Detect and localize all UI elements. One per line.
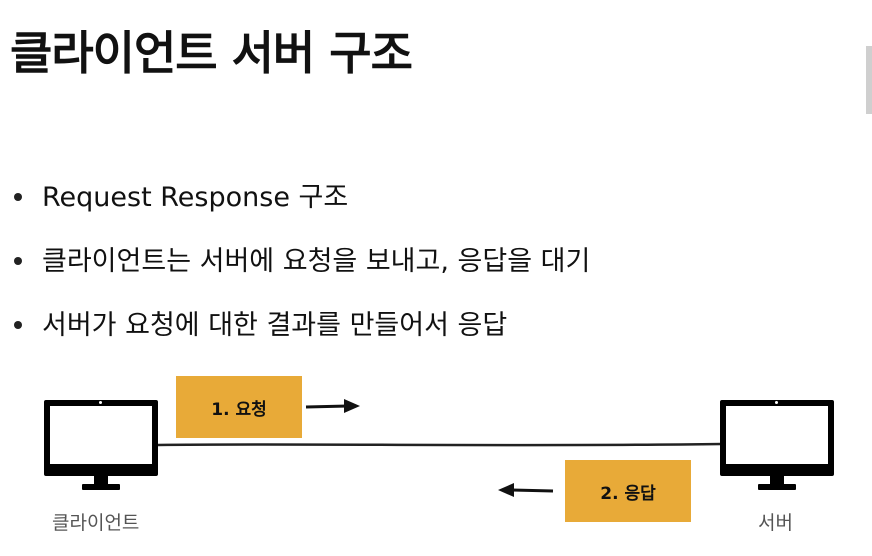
bullet-text: Request Response 구조: [42, 182, 349, 213]
bullet-dot-icon: [14, 193, 22, 201]
bullet-text: 서버가 요청에 대한 결과를 만들어서 응답: [42, 310, 508, 341]
edge-scroll-indicator: [866, 46, 872, 114]
slide-title: 클라이언트 서버 구조: [10, 26, 413, 80]
server-label: 서버: [758, 512, 793, 534]
client-label: 클라이언트: [52, 512, 140, 534]
bullet-list: Request Response 구조 클라이언트는 서버에 요청을 보내고, …: [12, 172, 590, 364]
bullet-item: 클라이언트는 서버에 요청을 보내고, 응답을 대기: [12, 236, 590, 300]
request-box: 1. 요청: [176, 376, 302, 438]
bullet-text: 클라이언트는 서버에 요청을 보내고, 응답을 대기: [42, 246, 591, 277]
bullet-item: Request Response 구조: [12, 172, 590, 236]
arrow-right-icon: [305, 399, 360, 413]
bullet-dot-icon: [14, 257, 22, 265]
response-box: 2. 응답: [565, 460, 691, 522]
bullet-item: 서버가 요청에 대한 결과를 만들어서 응답: [12, 300, 590, 364]
arrow-left-icon: [498, 483, 554, 497]
bullet-dot-icon: [14, 321, 22, 329]
connection-line: [157, 442, 723, 447]
